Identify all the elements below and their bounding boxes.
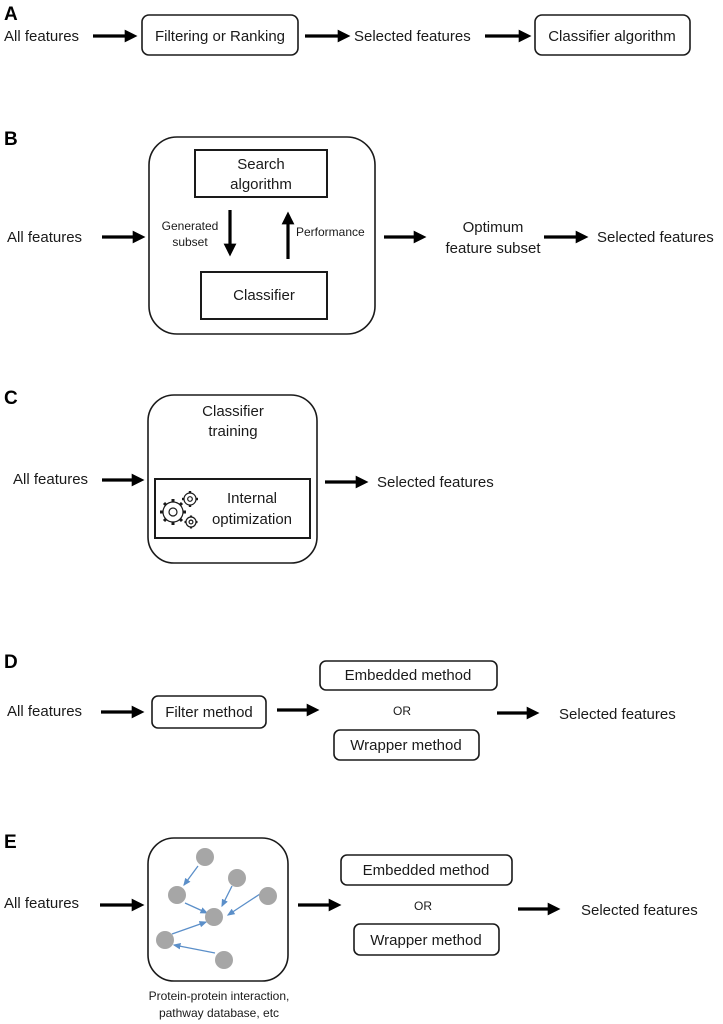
wrapper-method-box bbox=[333, 729, 480, 761]
generated-label-line2: subset bbox=[172, 235, 208, 249]
filter-method-box bbox=[151, 695, 267, 729]
panel-e-input-label: All features bbox=[4, 895, 79, 912]
panel-d: D All features Filter method Embedded me… bbox=[4, 652, 676, 761]
panel-d-input-label: All features bbox=[7, 703, 82, 720]
panel-a-input-label: All features bbox=[4, 28, 79, 45]
panel-b-letter: B bbox=[4, 129, 18, 150]
network-edge bbox=[226, 893, 261, 916]
search-algorithm-line1: Search bbox=[237, 156, 285, 173]
filtering-ranking-box bbox=[141, 14, 299, 56]
wrapper-method-label-e: Wrapper method bbox=[370, 932, 481, 949]
panel-b-input-label: All features bbox=[7, 229, 82, 246]
optimum-line2: feature subset bbox=[445, 240, 541, 257]
panel-c-letter: C bbox=[4, 388, 18, 409]
network-edge bbox=[221, 885, 233, 908]
network-caption-line1: Protein-protein interaction, bbox=[149, 989, 290, 1003]
embedded-method-label-e: Embedded method bbox=[363, 862, 490, 879]
search-algorithm-box bbox=[194, 149, 328, 198]
internal-optimization-line2: optimization bbox=[212, 511, 292, 528]
panel-e: E All features Protein-protein interacti… bbox=[4, 832, 698, 1020]
embedded-method-label: Embedded method bbox=[345, 667, 472, 684]
internal-optimization-line1: Internal bbox=[227, 490, 277, 507]
embedded-method-box bbox=[319, 660, 498, 691]
network-edge bbox=[184, 902, 209, 914]
classifier-training-line1: Classifier bbox=[202, 403, 264, 420]
network-node bbox=[168, 886, 186, 904]
gears-icon bbox=[160, 491, 198, 529]
panel-e-output-label: Selected features bbox=[581, 902, 698, 919]
network-graph-icon bbox=[156, 848, 277, 969]
generated-label-line1: Generated bbox=[162, 219, 219, 233]
wrapper-method-box-e bbox=[353, 923, 500, 956]
panel-e-letter: E bbox=[4, 832, 17, 853]
panel-e-or-label: OR bbox=[414, 899, 432, 913]
panel-a-selected-label: Selected features bbox=[354, 28, 471, 45]
panel-b-output-label: Selected features bbox=[597, 229, 714, 246]
panel-d-letter: D bbox=[4, 652, 18, 673]
internal-optimization-box bbox=[154, 478, 311, 539]
classifier-algorithm-box bbox=[534, 14, 691, 56]
performance-label: Performance bbox=[296, 225, 365, 239]
network-node bbox=[156, 931, 174, 949]
network-node bbox=[205, 908, 223, 926]
filter-method-label: Filter method bbox=[165, 704, 253, 721]
network-node bbox=[228, 869, 246, 887]
network-node bbox=[215, 951, 233, 969]
search-algorithm-line2: algorithm bbox=[230, 176, 292, 193]
classifier-training-line2: training bbox=[208, 423, 257, 440]
network-edge bbox=[183, 865, 199, 887]
panel-a: A All features Filtering or Ranking Sele… bbox=[4, 4, 691, 56]
network-node bbox=[259, 887, 277, 905]
classifier-algorithm-label: Classifier algorithm bbox=[548, 28, 676, 45]
panel-c-input-label: All features bbox=[13, 471, 88, 488]
embedded-method-box-e bbox=[340, 854, 513, 886]
panel-c: C All features Classifier training bbox=[4, 388, 494, 564]
network-edge bbox=[171, 921, 208, 935]
optimum-line1: Optimum bbox=[463, 219, 524, 236]
classifier-label: Classifier bbox=[233, 287, 295, 304]
network-caption-line2: pathway database, etc bbox=[159, 1006, 279, 1020]
panel-c-output-label: Selected features bbox=[377, 474, 494, 491]
wrapper-method-label: Wrapper method bbox=[350, 737, 461, 754]
panel-b: B All features Search algorithm Generate… bbox=[4, 129, 714, 335]
filtering-ranking-label: Filtering or Ranking bbox=[155, 28, 285, 45]
panel-d-or-label: OR bbox=[393, 704, 411, 718]
panel-d-output-label: Selected features bbox=[559, 706, 676, 723]
classifier-box bbox=[200, 271, 328, 320]
network-edge bbox=[172, 943, 216, 954]
panel-a-letter: A bbox=[4, 4, 18, 25]
network-node bbox=[196, 848, 214, 866]
